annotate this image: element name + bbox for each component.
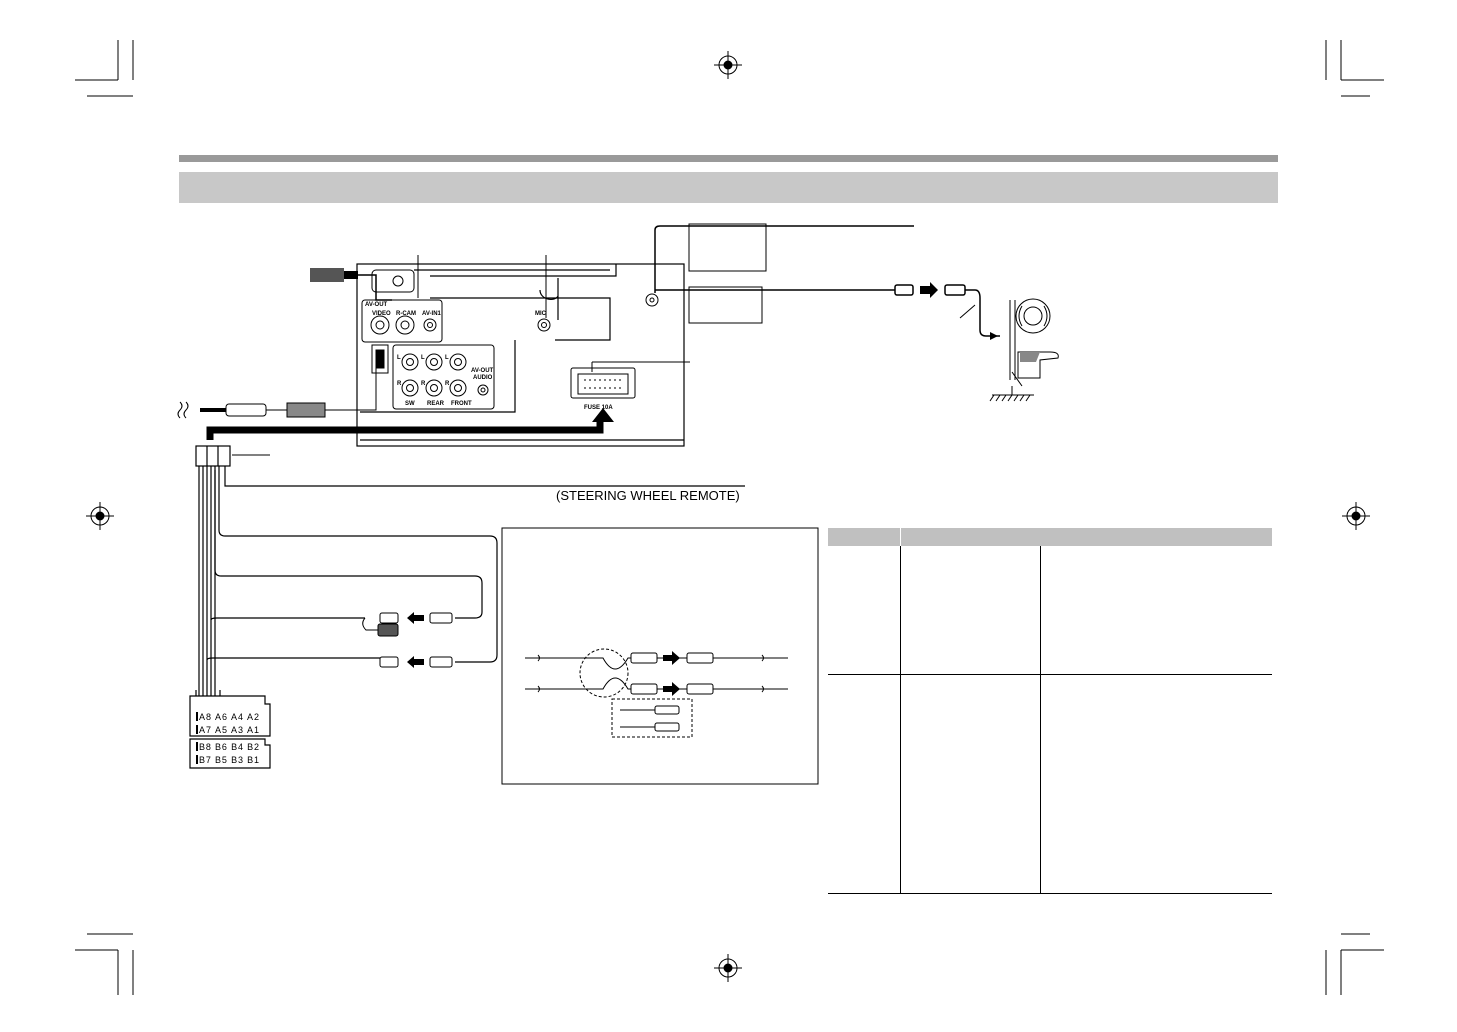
av-in-label: AV-IN1 <box>422 311 442 317</box>
crosshair-bottom <box>714 954 742 982</box>
table-cell <box>1040 546 1272 675</box>
r-label-rear: R <box>421 381 426 387</box>
r-label-front: R <box>445 381 450 387</box>
table-row <box>828 546 1272 675</box>
pin-a8: A8 <box>199 712 211 722</box>
iso-row-a2: A7 A5 A3 A1 <box>199 725 259 735</box>
pin-a1: A1 <box>247 725 259 735</box>
callout-leaders <box>232 255 976 456</box>
detail-inset <box>501 527 819 785</box>
table-cell <box>1040 674 1272 894</box>
main-harness-cable <box>206 408 614 440</box>
registration-marks <box>75 40 1384 995</box>
pin-b2: B2 <box>247 742 259 752</box>
steering-wheel-remote-label: (STEERING WHEEL REMOTE) <box>556 488 740 503</box>
antenna-plug-icon <box>177 368 377 419</box>
table-cell <box>828 674 901 894</box>
table-row <box>828 674 1272 894</box>
crosshair-top <box>714 51 742 79</box>
pin-a3: A3 <box>231 725 243 735</box>
harness-connector <box>195 445 231 467</box>
av-out-block <box>361 299 551 343</box>
ground-icon <box>989 386 1034 402</box>
pin-b4: B4 <box>231 742 243 752</box>
pin-a6: A6 <box>215 712 227 722</box>
pin-b8: B8 <box>199 742 211 752</box>
spec-table <box>828 528 1272 894</box>
l-label-rear: L <box>421 355 425 361</box>
table-cell <box>900 674 1041 894</box>
video-label: VIDEO <box>372 311 391 317</box>
harness-wires <box>198 466 745 696</box>
usb-plug-icon <box>310 268 415 301</box>
iso-pin-marks <box>196 712 198 764</box>
unit-rear-panel <box>356 263 685 447</box>
r-cam-label: R-CAM <box>396 311 416 317</box>
label-boxes <box>688 223 767 324</box>
parking-brake-lamp-icon <box>1009 298 1051 380</box>
parking-brake-wire <box>654 225 1000 337</box>
av-out-audio-label-2: AUDIO <box>473 375 493 381</box>
sw-label: SW <box>405 401 415 407</box>
r-label-sw: R <box>397 381 402 387</box>
table-cell <box>900 546 1041 675</box>
main-connector <box>570 367 636 399</box>
iso-row-a1: A8 A6 A4 A2 <box>199 712 259 722</box>
spec-header-cell-2 <box>900 528 1272 546</box>
rear-label: REAR <box>427 401 445 407</box>
pin-b1: B1 <box>247 755 259 765</box>
iso-row-b2: B7 B5 B3 B1 <box>199 755 259 765</box>
top-rule <box>179 155 1278 162</box>
inset-arrow-right-icon <box>663 651 680 696</box>
fuse-label: FUSE 10A <box>584 405 613 411</box>
l-label-sw: L <box>397 355 401 361</box>
pin-b5: B5 <box>215 755 227 765</box>
pin-b6: B6 <box>215 742 227 752</box>
av-out-label: AV-OUT <box>365 302 388 308</box>
table-cell <box>828 546 901 675</box>
iso-row-b1: B8 B6 B4 B2 <box>199 742 259 752</box>
l-label-front: L <box>445 355 449 361</box>
arrow-right-icon <box>920 282 998 340</box>
pin-a2: A2 <box>247 712 259 722</box>
pin-b3: B3 <box>231 755 243 765</box>
section-title-bar <box>179 172 1278 203</box>
crosshair-left <box>86 502 114 530</box>
antenna-socket <box>645 293 659 307</box>
brake-lever-icon <box>1011 351 1059 387</box>
crosshair-right <box>1342 502 1370 530</box>
arrow-left-icon <box>407 612 424 668</box>
pin-a4: A4 <box>231 712 243 722</box>
spec-table-header <box>828 528 1272 546</box>
spec-header-cell-1 <box>828 528 901 546</box>
av-out-audio-label-1: AV-OUT <box>471 368 494 374</box>
mic-label: MIC <box>535 311 547 317</box>
harness-plugs <box>362 612 453 668</box>
pin-b7: B7 <box>199 755 211 765</box>
pin-a7: A7 <box>199 725 211 735</box>
iso-connector <box>189 690 271 769</box>
preout-block <box>371 344 495 410</box>
pin-a5: A5 <box>215 725 227 735</box>
front-label: FRONT <box>451 401 472 407</box>
